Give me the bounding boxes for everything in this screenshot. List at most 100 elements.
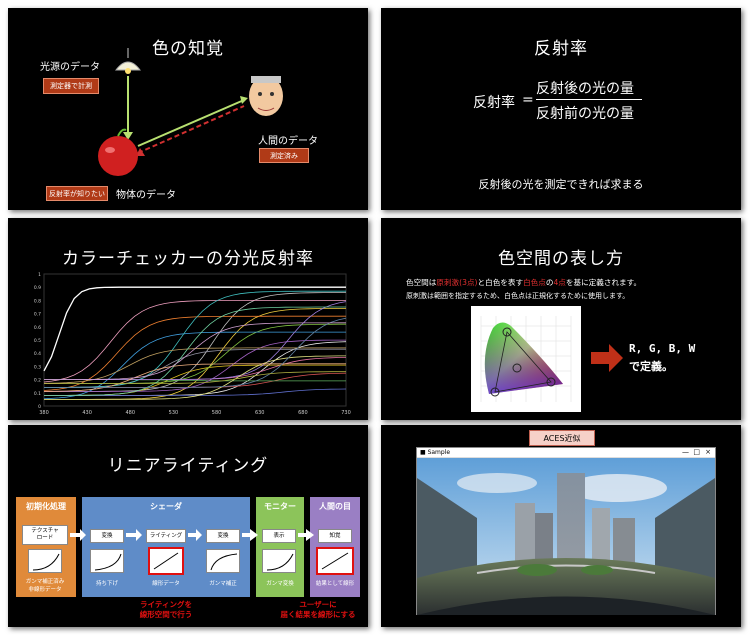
section-monitor-title: モニター [264, 502, 296, 511]
person-icon [249, 76, 283, 116]
perception-diagram [98, 48, 283, 176]
slide-linear-lighting: リニアライティング 初期化処理 シェーダ モニター 人間の目 テクスチャ ロード… [8, 425, 368, 627]
y-tick-label: 0.9 [34, 285, 41, 291]
color-space-line2: 原刺激は範囲を指定するため、白色点は正規化するために使用します。 [406, 292, 630, 300]
whitepoint-highlight: 白色点 [523, 278, 546, 287]
chromaticity-diagram [471, 306, 581, 412]
box-convert2: 変換 [206, 529, 240, 543]
reflectance-curve [44, 290, 346, 388]
slide-color-space: 色空間の表し方 色空間は原刺激(3点)と白色を表す白色点の4点を基に定義されます… [381, 218, 741, 420]
window-title: ■ Sample [420, 449, 451, 456]
reflectance-curve [43, 286, 346, 372]
measured-box: 測定済み [259, 148, 309, 163]
reflectance-note: 反射後の光を測定できれば求まる [478, 178, 644, 191]
text-part: の [545, 278, 554, 287]
caption-gamma-fix: ガンマ補正 [209, 581, 237, 587]
reflected-ray [137, 99, 245, 147]
rgbw-line1: R, G, B, W [629, 342, 696, 355]
apple-icon [98, 136, 138, 176]
section-monitor [256, 497, 304, 597]
reflectance-curve [43, 331, 346, 400]
y-tick-label: 0.8 [34, 298, 41, 304]
y-tick-label: 0.6 [34, 325, 41, 331]
x-tick-label: 480 [126, 410, 136, 416]
y-tick-label: 0.4 [34, 351, 41, 357]
caption-gamma-conv: ガンマ変換 [266, 581, 294, 587]
x-tick-label: 380 [39, 410, 49, 416]
infer-arrow [137, 105, 245, 154]
slide-color-perception: 色の知覚 光源のデータ 測定器で計測 人間のデータ 測定済み 反射率が知りたい … [8, 8, 368, 210]
cie-plot [480, 316, 572, 402]
object-data-label: 物体のデータ [116, 190, 176, 201]
section-eye-title: 人間の目 [319, 502, 351, 511]
reflectance-curve [44, 371, 346, 384]
y-tick-label: 0.7 [34, 312, 41, 318]
lamp-icon [114, 61, 142, 71]
reflectance-curve [43, 300, 346, 383]
maximize-button[interactable]: □ [693, 448, 700, 456]
x-tick-label: 530 [169, 410, 179, 416]
reflectance-curve [44, 322, 346, 380]
reflectance-curve [43, 315, 346, 391]
reflectance-box: 反射率が知りたい [46, 186, 108, 201]
curve-gamma-data [28, 549, 62, 573]
y-tick-label: 0 [38, 404, 41, 410]
x-tick-label: 630 [255, 410, 265, 416]
app-window: ■ Sample — □ × [416, 447, 716, 615]
close-button[interactable]: × [705, 448, 711, 456]
text-part: を基に定義されます。 [565, 278, 642, 287]
slide-spectral-reflectance: カラーチェッカーの分光反射率 380 430 480 530 580 630 680 730 0… [8, 218, 368, 420]
color-space-line1: 色空間は原刺激(3点)と白色を表す白色点の4点を基に定義されます。 [406, 277, 641, 288]
x-tick-label: 680 [298, 410, 308, 416]
slide-title: 色空間の表し方 [498, 249, 624, 269]
y-tick-label: 1 [38, 272, 41, 278]
window-titlebar: ■ Sample — □ × [417, 448, 715, 458]
curve-lift [90, 549, 124, 573]
curve-result-linear [316, 547, 354, 575]
slide-title: カラーチェッカーの分光反射率 [62, 249, 314, 269]
arrow-right-icon [591, 344, 623, 372]
curve-gamma-fix [206, 549, 240, 573]
text-part: と白色を表す [477, 278, 524, 287]
measure-box: 測定器で計測 [43, 78, 99, 94]
formula-lhs: 反射率 [473, 95, 515, 111]
text-part: 色空間は [406, 278, 437, 287]
slide-aces-sample: ACES近似 ■ Sample — □ × [381, 425, 741, 627]
x-tick-label: 430 [82, 410, 92, 416]
slide-title: リニアライティング [107, 456, 269, 476]
y-tick-label: 0.1 [34, 391, 41, 397]
reflectance-curve [43, 363, 346, 392]
reflectance-curve [44, 339, 346, 392]
box-texture-load: テクスチャ ロード [22, 525, 68, 545]
slide-title: 色の知覚 [152, 39, 224, 59]
caption-gamma-linear: ガンマ補正済み 非線形データ [25, 579, 65, 593]
formula-eq: = [522, 92, 534, 108]
slide-title: 反射率 [534, 39, 588, 59]
section-shader-title: シェーダ [150, 502, 182, 511]
box-lighting: ライティング [146, 529, 186, 543]
x-tick-label: 730 [341, 410, 351, 416]
reflectance-curve [44, 355, 346, 400]
caption-lift: 持ち下げ [95, 581, 118, 587]
human-data-label: 人間のデータ [258, 136, 318, 147]
slide-reflectance: 反射率 反射率 = 反射後の光の量 反射前の光の量 反射後の光を測定できれば求ま… [381, 8, 741, 210]
box-display: 表示 [262, 529, 296, 543]
white-point [512, 363, 522, 373]
y-tick-label: 0.3 [34, 364, 41, 370]
minimize-button[interactable]: — [682, 448, 689, 456]
box-convert1: 変換 [90, 529, 124, 543]
fraction-bar [536, 99, 642, 100]
lamp-bulb [125, 68, 131, 74]
caption-linear: 線形データ [152, 581, 180, 587]
y-tick-label: 0.5 [34, 338, 41, 344]
caption-result: 結果として線形 [315, 581, 355, 587]
box-perceive: 知覚 [318, 529, 352, 543]
rgbw-line2: で定義。 [629, 360, 673, 373]
gamut-triangle [494, 331, 552, 393]
note-linear-space: ライティングを 線形空間で行う [139, 600, 193, 619]
curve-gamma-conv [262, 549, 296, 573]
primaries-highlight: 原刺激(3点) [436, 278, 478, 287]
formula-denominator: 反射前の光の量 [536, 106, 634, 122]
x-tick-label: 580 [212, 410, 222, 416]
